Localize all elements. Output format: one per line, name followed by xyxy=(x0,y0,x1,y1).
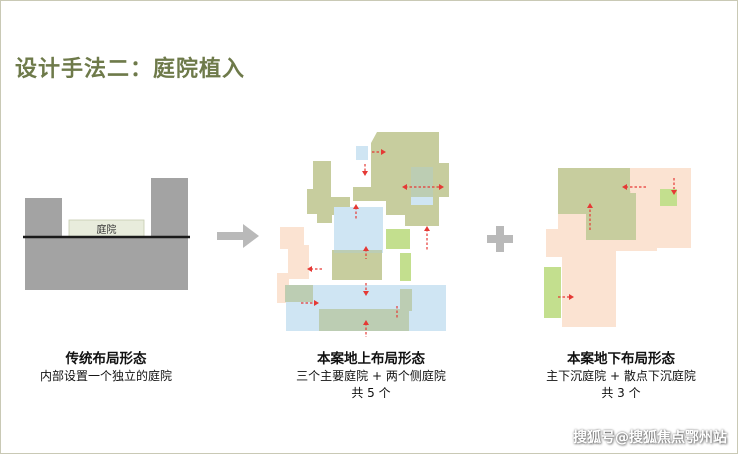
caption-below-ground-heading: 本案地下布局形态 xyxy=(567,351,675,367)
source-watermark: 搜狐号@搜狐焦点鄂州站 xyxy=(573,430,727,446)
scattered-courtyard-left xyxy=(544,267,561,318)
left-tower xyxy=(25,198,62,237)
page-title: 设计手法二：庭院植入 xyxy=(15,57,246,82)
caption-above-ground-line-2: 共 5 个 xyxy=(351,386,391,400)
basement-shadow xyxy=(609,191,631,221)
olive-building-mass xyxy=(307,132,449,331)
basement-arrow-heads xyxy=(569,184,677,300)
basement-arrows xyxy=(558,178,675,298)
main-sunken-courtyard xyxy=(558,168,636,240)
arrow-heads xyxy=(307,149,444,325)
circulation-arrows xyxy=(301,151,441,337)
basement-footprint xyxy=(546,168,691,327)
caption-above-ground-line-1: 三个主要庭院 + 两个侧庭院 xyxy=(296,369,446,383)
podium-base xyxy=(25,237,188,290)
caption-traditional-heading: 传统布局形态 xyxy=(65,351,147,367)
caption-below-ground: 本案地下布局形态 主下沉庭院 + 散点下沉庭院 共 3 个 xyxy=(541,351,701,402)
caption-above-ground: 本案地上布局形态 三个主要庭院 + 两个侧庭院 共 5 个 xyxy=(291,351,451,402)
caption-above-ground-heading: 本案地上布局形态 xyxy=(317,351,425,367)
caption-below-ground-line-2: 共 3 个 xyxy=(601,386,641,400)
right-tower xyxy=(151,178,188,237)
caption-traditional-line-1: 内部设置一个独立的庭院 xyxy=(39,369,172,383)
courtyard-label: 庭院 xyxy=(96,225,117,236)
overlap-patches xyxy=(285,167,433,331)
caption-below-ground-line-1: 主下沉庭院 + 散点下沉庭院 xyxy=(546,369,696,383)
peach-wing xyxy=(277,227,309,303)
side-courtyards xyxy=(386,229,411,281)
scattered-courtyard-right xyxy=(660,189,677,206)
light-blue-courtyards xyxy=(286,146,446,331)
caption-traditional: 传统布局形态 内部设置一个独立的庭院 xyxy=(21,351,191,385)
